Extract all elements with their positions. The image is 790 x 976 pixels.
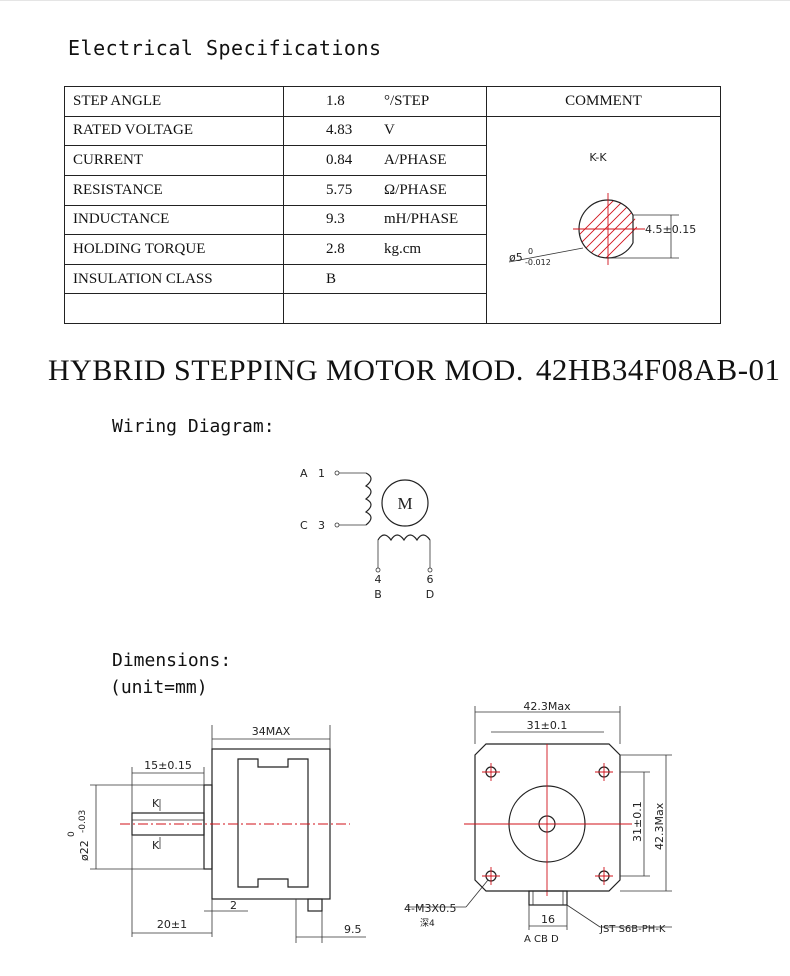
wiring-title: Wiring Diagram: bbox=[112, 416, 275, 437]
row-label: HOLDING TORQUE bbox=[64, 234, 284, 265]
front-view-drawing: 42.3Max 31±0.1 31±0.1 42.3Max 4-M3X0.5 深… bbox=[404, 700, 672, 945]
row-label bbox=[64, 293, 284, 324]
svg-text:0: 0 bbox=[67, 831, 77, 837]
row-label: RESISTANCE bbox=[64, 174, 284, 206]
height-dim: 42.3Max bbox=[653, 802, 666, 850]
pin-a-num: 1 bbox=[318, 467, 325, 480]
model-number: 42HB34F08AB-01 bbox=[535, 352, 781, 387]
body-inner bbox=[237, 758, 309, 888]
svg-text:-0.012: -0.012 bbox=[525, 258, 551, 267]
pin-b-num: 4 bbox=[375, 573, 382, 586]
pin-c-num: 3 bbox=[318, 519, 325, 532]
length-dim: 34MAX bbox=[252, 725, 291, 738]
screw-callout: 4-M3X0.5 bbox=[404, 902, 457, 915]
spec-table: STEP ANGLE 1.8°/STEP COMMENT RATED VOLTA… bbox=[64, 86, 721, 325]
section-label: K-K bbox=[589, 151, 607, 164]
hole-pitch-v-dim: 31±0.1 bbox=[631, 801, 644, 842]
model-heading: HYBRID STEPPING MOTOR MOD. 42HB34F08AB-01 bbox=[48, 352, 781, 388]
top-divider bbox=[0, 0, 790, 1]
svg-text:M: M bbox=[397, 494, 412, 513]
shaft bbox=[131, 812, 205, 836]
flange-boss bbox=[203, 784, 213, 870]
comment-header: COMMENT bbox=[486, 86, 721, 117]
row-label: STEP ANGLE bbox=[64, 86, 284, 117]
row-label: CURRENT bbox=[64, 145, 284, 176]
connector-type: JST S6B-PH-K bbox=[599, 924, 666, 935]
row-value: B bbox=[283, 263, 487, 295]
motor-symbol bbox=[381, 479, 429, 527]
width-dim: 42.3Max bbox=[523, 700, 571, 713]
pin-d-name: D bbox=[426, 588, 434, 601]
dimensions-title: Dimensions: bbox=[112, 650, 232, 671]
connector-width-dim: 16 bbox=[541, 913, 555, 926]
front-connector bbox=[528, 890, 568, 906]
row-label: INSULATION CLASS bbox=[64, 263, 284, 295]
section-mark-top: K bbox=[152, 797, 160, 810]
spec-title: Electrical Specifications bbox=[68, 36, 382, 60]
wiring-diagram: A 1 C 3 M 4 B 6 D bbox=[300, 467, 434, 601]
boss-length-dim: 20±1 bbox=[157, 918, 187, 931]
side-view-drawing: 34MAX K K 15±0.15 ø22 0 -0.03 20±1 2 9.5 bbox=[67, 725, 366, 943]
table-row: INSULATION CLASS B bbox=[64, 263, 721, 295]
boss-thickness-dim: 2 bbox=[230, 899, 237, 912]
coil-ac bbox=[364, 472, 372, 526]
pin-c-name: C bbox=[300, 519, 308, 532]
shaft-dim: ø5 bbox=[509, 251, 523, 264]
connector-pins: A CB D bbox=[524, 934, 559, 945]
row-value bbox=[283, 293, 487, 324]
screw-depth: 深4 bbox=[420, 918, 435, 929]
table-row bbox=[64, 293, 721, 324]
row-value: 1.8°/STEP bbox=[283, 86, 487, 117]
side-connector bbox=[307, 898, 323, 912]
pin-a-name: A bbox=[300, 467, 308, 480]
pin-b-name: B bbox=[374, 588, 382, 601]
svg-text:0: 0 bbox=[528, 247, 533, 256]
coil-bd bbox=[377, 534, 431, 542]
flange-dia-dim: ø22 bbox=[78, 840, 91, 861]
model-prefix: HYBRID STEPPING MOTOR MOD. bbox=[48, 354, 524, 387]
shaft-section-diagram: K-K bbox=[508, 151, 696, 267]
front-body bbox=[474, 743, 621, 892]
dimensions-unit: (unit=mm) bbox=[110, 677, 208, 698]
hole-pitch-dim: 31±0.1 bbox=[527, 719, 568, 732]
shaft-length-dim: 15±0.15 bbox=[144, 759, 192, 772]
table-row: STEP ANGLE 1.8°/STEP COMMENT bbox=[64, 86, 721, 117]
section-mark-bottom: K bbox=[152, 839, 160, 852]
row-label: INDUCTANCE bbox=[64, 204, 284, 236]
connector-length-dim: 9.5 bbox=[344, 923, 362, 936]
comment-cell: K-K bbox=[486, 115, 721, 325]
flat-dim: 4.5±0.15 bbox=[645, 223, 696, 236]
row-label: RATED VOLTAGE bbox=[64, 115, 284, 147]
svg-text:-0.03: -0.03 bbox=[78, 810, 88, 833]
pin-d-num: 6 bbox=[427, 573, 434, 586]
